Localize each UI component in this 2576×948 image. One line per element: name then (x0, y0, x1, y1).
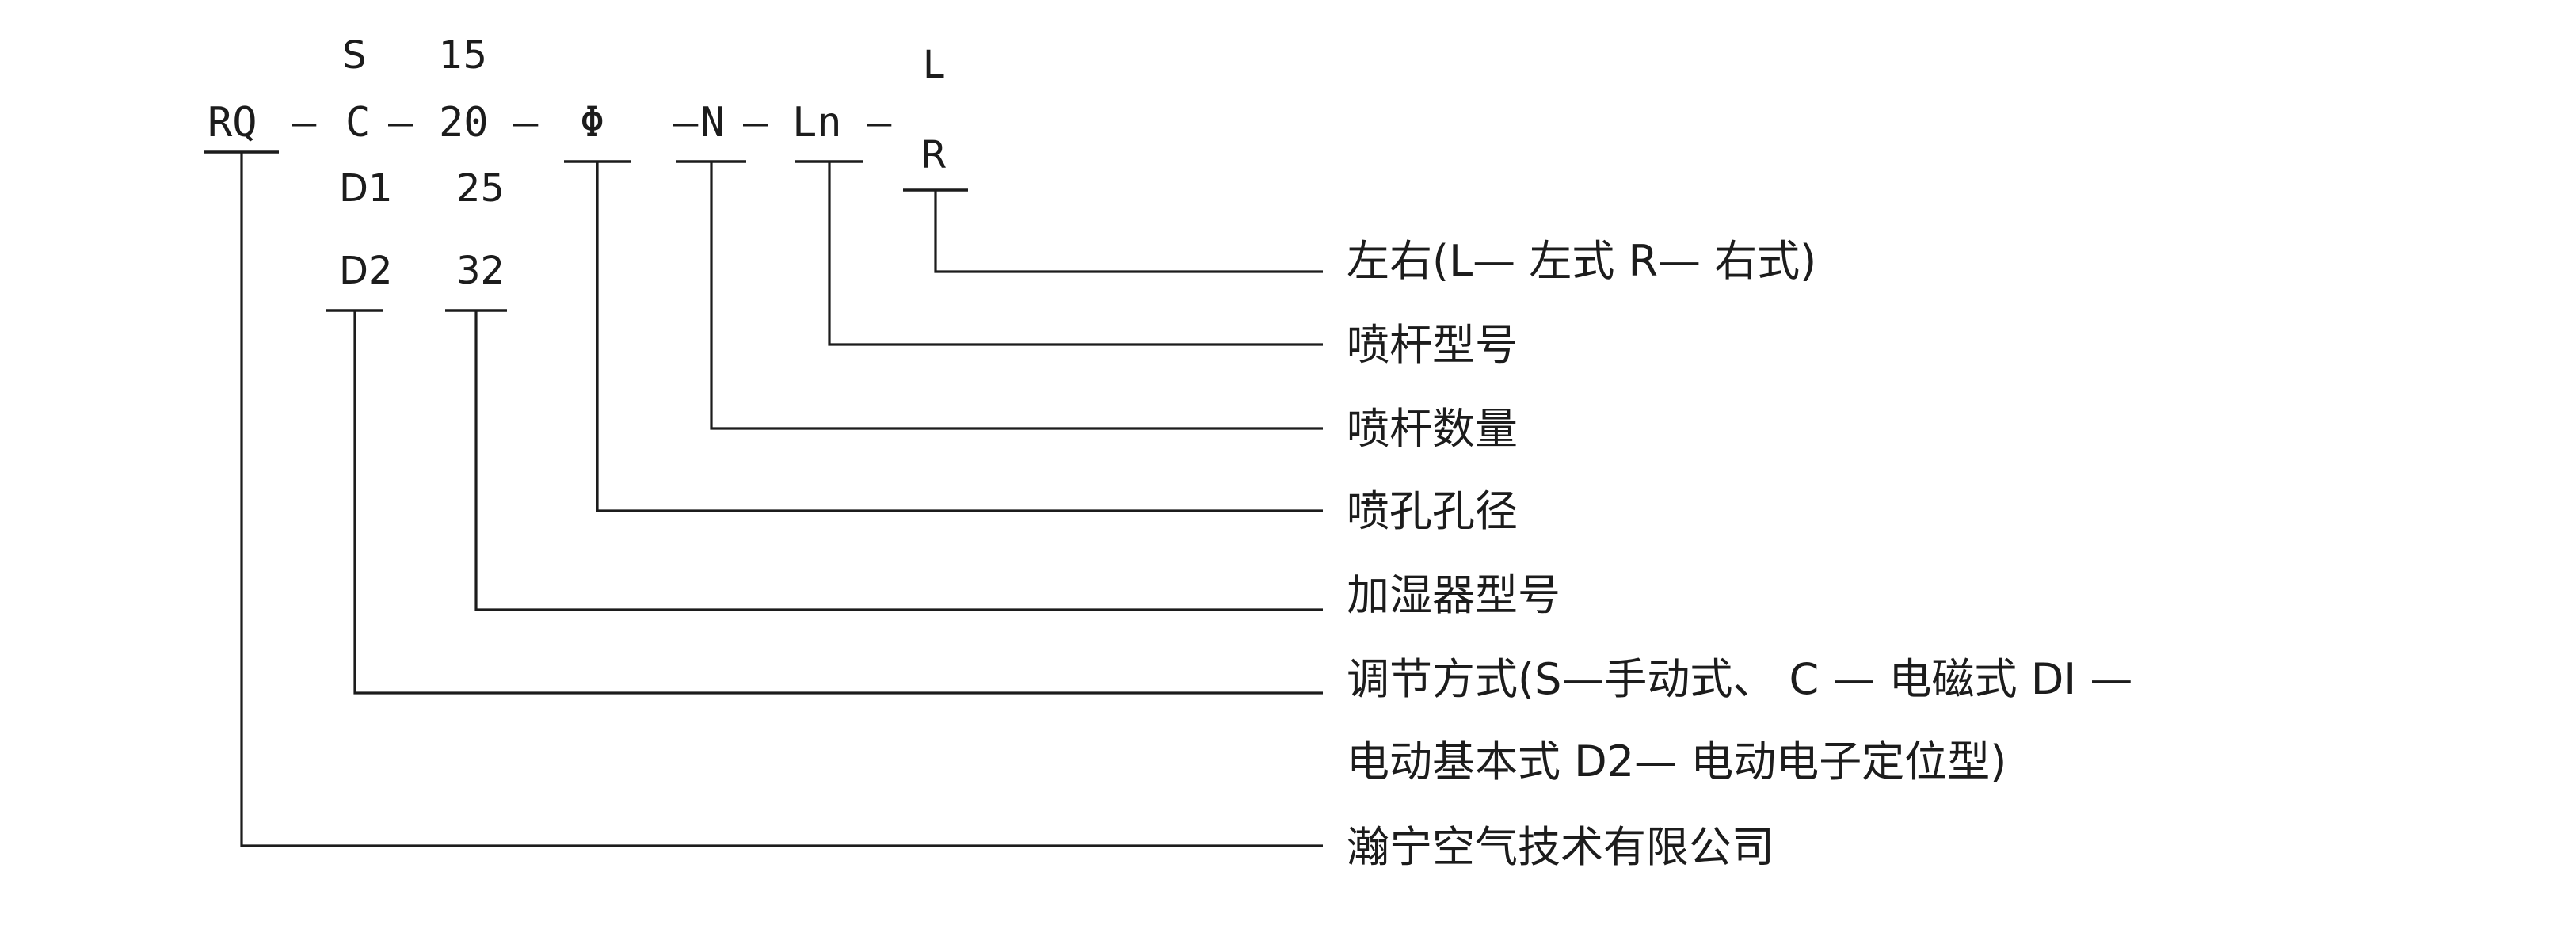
label-hole-diameter: 喷孔孔径 (1347, 486, 1518, 536)
code-ln: Ln (792, 99, 842, 147)
leader-lines (240, 152, 1323, 847)
code-c: C (345, 99, 370, 147)
option-r: R (920, 133, 947, 177)
label-company: 瀚宁空气技术有限公司 (1347, 822, 1774, 872)
leader-hole-diameter (596, 162, 1323, 512)
leader-regulation (353, 310, 1323, 695)
descriptions: 左右(L— 左式 R— 右式) 喷杆型号 喷杆数量 喷孔孔径 加湿器型号 调节方… (1347, 236, 2132, 872)
option-s: S (342, 33, 366, 78)
label-regulation-line2: 电动基本式 D2— 电动电子定位型) (1347, 737, 2006, 786)
leader-rod-count (710, 162, 1323, 430)
code-dash-6: — (867, 99, 892, 147)
code-options: S 15 L D1 25 R D2 32 (339, 33, 947, 293)
option-d1: D1 (339, 166, 393, 211)
label-rod-count: 喷杆数量 (1347, 404, 1518, 454)
label-regulation-line1: 调节方式(S—手动式、 C — 电磁式 DI — (1347, 654, 2132, 704)
leader-company (240, 152, 1323, 847)
leader-hand (934, 190, 1323, 273)
code-phi: Φ (580, 99, 604, 147)
label-hand: 左右(L— 左式 R— 右式) (1347, 236, 1816, 286)
label-rod-model: 喷杆型号 (1347, 320, 1518, 370)
code-n: N (700, 99, 725, 147)
leader-humidifier-model (474, 310, 1323, 611)
option-d2: D2 (339, 249, 393, 293)
code-dash-3: — (513, 99, 539, 147)
option-15: 15 (439, 33, 487, 78)
code-rq: RQ (208, 99, 257, 147)
option-25: 25 (456, 166, 505, 211)
code-dash-4: — (673, 99, 699, 147)
option-32: 32 (456, 249, 505, 293)
code-dash-1: — (292, 99, 317, 147)
option-l: L (923, 43, 944, 87)
label-humidifier-model: 加湿器型号 (1347, 570, 1560, 620)
code-20: 20 (439, 99, 489, 147)
code-dash-5: — (743, 99, 768, 147)
leader-rod-model (828, 162, 1323, 346)
code-dash-2: — (388, 99, 413, 147)
segment-underlines (204, 150, 968, 312)
model-code: RQ — C — 20 — Φ — N — Ln — (208, 99, 892, 147)
